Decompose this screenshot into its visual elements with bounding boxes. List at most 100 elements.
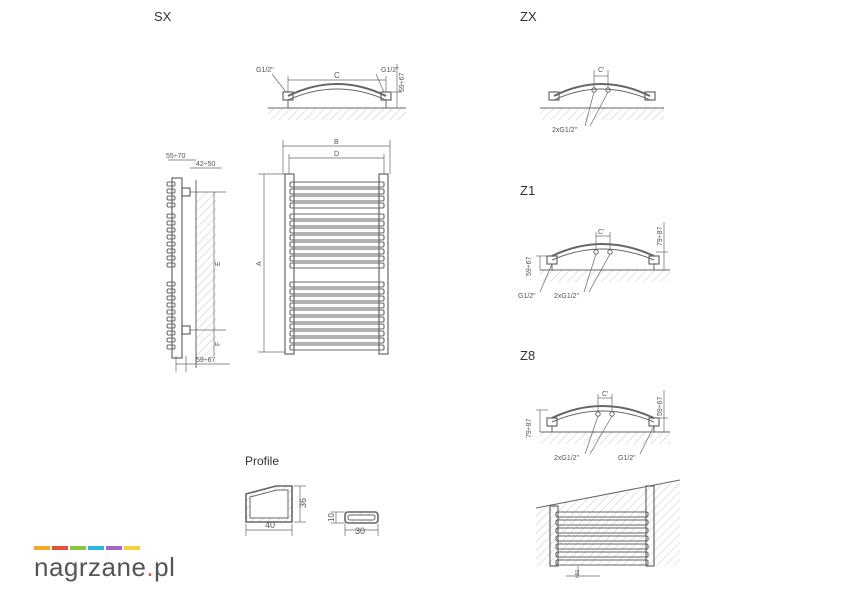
- z1-dim-2xg12: 2xG1/2": [554, 293, 580, 300]
- z8-persp-dim-h51: h51: [575, 569, 581, 578]
- sx-side-dim-e: E: [215, 261, 222, 266]
- side-bar-15: [166, 295, 176, 301]
- sx-front-dim-b: B: [334, 139, 339, 146]
- section-title-zx: ZX: [520, 9, 537, 24]
- radiator-bar-10: [289, 248, 385, 255]
- sx-side-dim-55-70: 55÷70: [166, 153, 186, 160]
- radiator-bar-6: [289, 220, 385, 227]
- profile-dim-36: 36: [298, 498, 308, 508]
- logo-bar-5: [106, 546, 122, 550]
- perspective-bar-3: [555, 527, 649, 534]
- perspective-bar-1: [555, 511, 649, 518]
- radiator-bar-21: [289, 337, 385, 344]
- side-bar-1: [166, 181, 176, 187]
- side-bar-11: [166, 255, 176, 261]
- logo-text-dot: .: [146, 552, 155, 582]
- radiator-bar-11: [289, 255, 385, 262]
- radiator-bar-5: [289, 213, 385, 220]
- z8-dim-2xg12: 2xG1/2": [554, 455, 580, 462]
- z8-view: [536, 390, 670, 455]
- logo-bar-6: [124, 546, 140, 550]
- side-bar-12: [166, 262, 176, 268]
- side-bar-22: [166, 344, 176, 350]
- zx-dim-2xg12: 2xG1/2": [552, 127, 578, 134]
- section-title-profile: Profile: [245, 454, 280, 468]
- sx-top-dim-c: C: [334, 71, 340, 80]
- sx-front-dim-d: D: [334, 151, 339, 158]
- side-bar-17: [166, 309, 176, 315]
- sx-top-g12-left: G1/2": [256, 67, 274, 74]
- side-bar-21: [166, 337, 176, 343]
- sx-side-view: [166, 159, 230, 372]
- profile-view: [245, 485, 379, 536]
- side-bar-18: [166, 316, 176, 322]
- zx-dim-c-prime: C': [598, 67, 604, 74]
- radiator-bar-3: [289, 195, 385, 202]
- side-bar-16: [166, 302, 176, 308]
- radiator-bar-13: [289, 281, 385, 288]
- perspective-bar-2: [555, 519, 649, 526]
- sx-top-view: [268, 64, 406, 120]
- side-bar-4: [166, 202, 176, 208]
- sx-side-dim-42-50: 42÷50: [196, 161, 216, 168]
- logo-text-tld: pl: [154, 552, 176, 582]
- sx-front-dim-a: A: [256, 261, 263, 266]
- z8-perspective-view: [535, 479, 681, 577]
- perspective-bar-4: [555, 535, 649, 542]
- profile-dim-30: 30: [355, 526, 365, 536]
- z1-dim-79-87: 79÷87: [657, 226, 664, 246]
- z1-dim-59-67: 59÷67: [526, 256, 533, 276]
- sx-side-dim-f: F: [215, 342, 222, 346]
- side-bar-6: [166, 220, 176, 226]
- radiator-bar-22: [289, 344, 385, 351]
- logo-color-bars: [34, 546, 140, 550]
- side-bar-14: [166, 288, 176, 294]
- side-bar-13: [166, 281, 176, 287]
- radiator-bar-8: [289, 234, 385, 241]
- perspective-bar-5: [555, 543, 649, 550]
- profile-dim-40: 40: [265, 520, 275, 530]
- logo-bar-4: [88, 546, 104, 550]
- side-bar-7: [166, 227, 176, 233]
- z1-dim-g12: G1/2": [518, 293, 536, 300]
- z8-dim-g12: G1/2": [618, 455, 636, 462]
- radiator-bar-2: [289, 188, 385, 195]
- logo-bar-1: [34, 546, 50, 550]
- z8-dim-79-87: 79÷87: [526, 418, 533, 438]
- radiator-bar-16: [289, 302, 385, 309]
- radiator-bar-17: [289, 309, 385, 316]
- z8-dim-59-67: 59÷67: [657, 396, 664, 416]
- side-bar-20: [166, 330, 176, 336]
- side-bar-19: [166, 323, 176, 329]
- nagrzane-logo[interactable]: nagrzane.pl: [34, 546, 224, 586]
- radiator-bar-7: [289, 227, 385, 234]
- radiator-bar-9: [289, 241, 385, 248]
- radiator-bar-20: [289, 330, 385, 337]
- sx-top-g12-right: G1/2": [381, 67, 399, 74]
- profile-dim-10: 10: [327, 513, 336, 522]
- logo-bar-2: [52, 546, 68, 550]
- logo-text-main: nagrzane: [34, 552, 147, 582]
- sx-front-view: [258, 140, 391, 355]
- side-bar-9: [166, 241, 176, 247]
- side-bar-5: [166, 213, 176, 219]
- perspective-bar-7: [555, 559, 649, 566]
- radiator-bar-12: [289, 262, 385, 269]
- radiator-bar-4: [289, 202, 385, 209]
- sx-side-dim-59-67: 59÷67: [196, 357, 216, 364]
- logo-bar-3: [70, 546, 86, 550]
- sx-top-dim-59-67: 59÷67: [399, 72, 406, 92]
- radiator-bar-18: [289, 316, 385, 323]
- radiator-bar-1: [289, 181, 385, 188]
- z8-dim-c-prime: C': [602, 391, 608, 398]
- side-bar-2: [166, 188, 176, 194]
- z1-dim-c-prime: C': [598, 229, 604, 236]
- z1-view: [536, 222, 670, 293]
- section-title-z1: Z1: [520, 183, 536, 198]
- zx-view: [540, 70, 664, 127]
- side-bar-8: [166, 234, 176, 240]
- section-title-sx: SX: [154, 9, 172, 24]
- radiator-bar-19: [289, 323, 385, 330]
- side-bar-3: [166, 195, 176, 201]
